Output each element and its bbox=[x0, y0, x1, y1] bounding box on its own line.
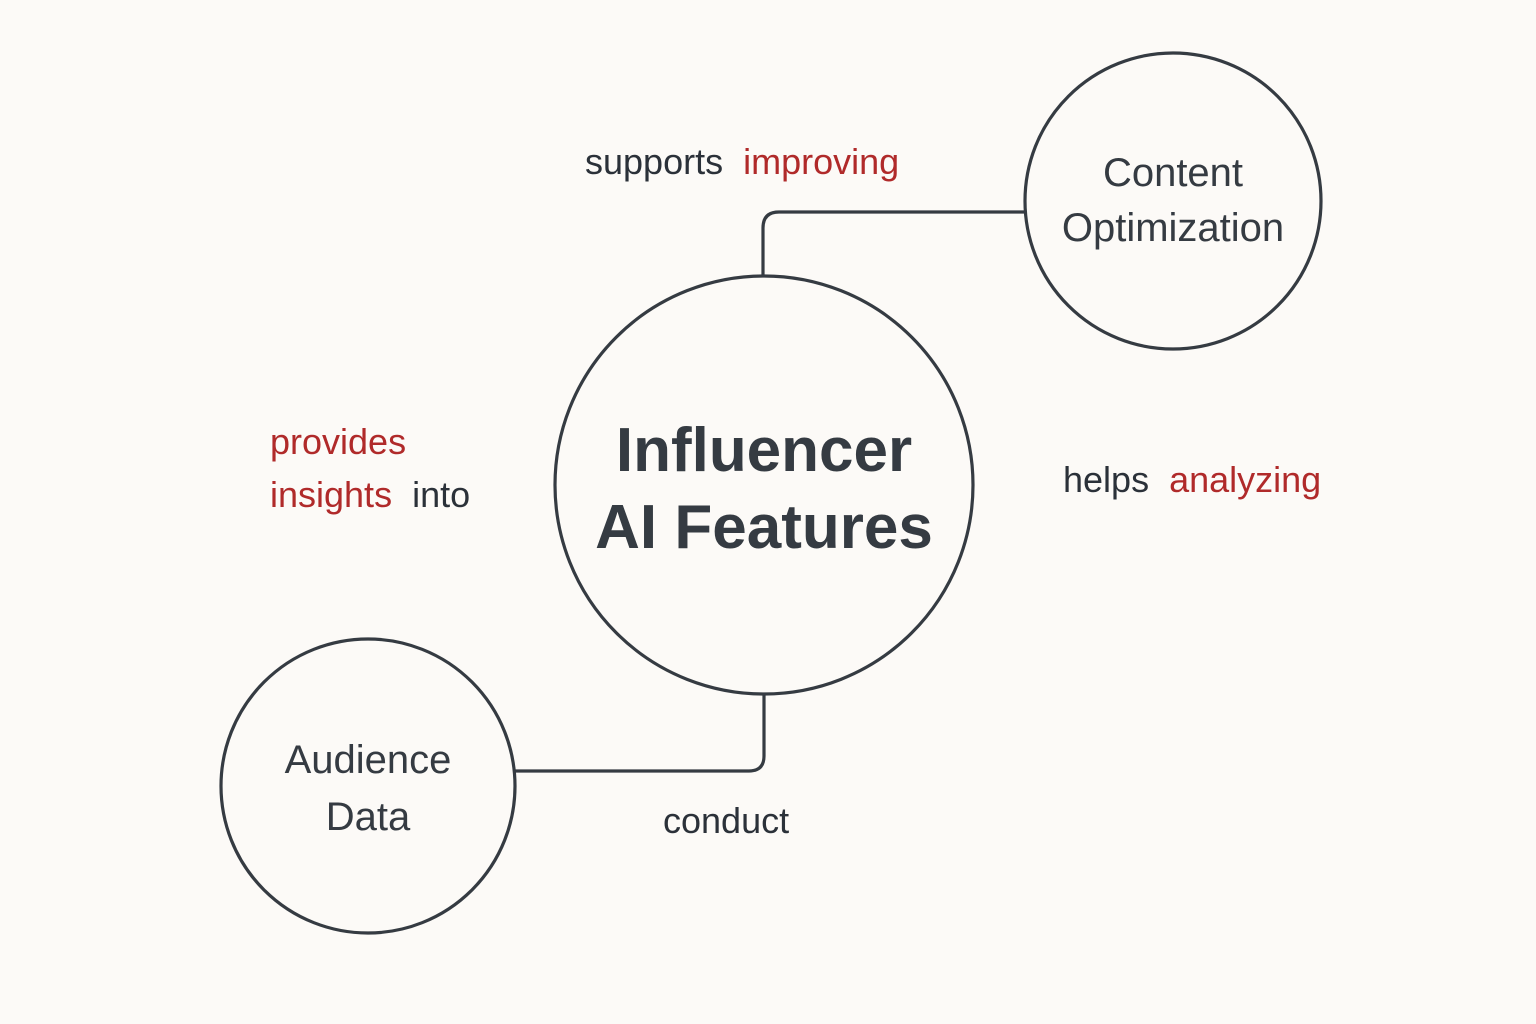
edge-label-improving: improving bbox=[743, 141, 899, 182]
node-content-optimization[interactable]: Content Optimization bbox=[1023, 51, 1323, 351]
node-audience-data[interactable]: Audience Data bbox=[219, 637, 517, 935]
node-circle-audience-data bbox=[219, 637, 517, 935]
label-helps: helps bbox=[1063, 459, 1149, 500]
node-label-audience-line2: Data bbox=[326, 795, 411, 839]
node-label-center-line1: Influencer bbox=[616, 416, 912, 485]
label-analyzing: analyzing bbox=[1169, 459, 1321, 500]
label-provides: provides bbox=[270, 421, 406, 462]
edge-label-supports: supports bbox=[585, 141, 723, 182]
node-label-audience-line1: Audience bbox=[285, 738, 452, 782]
edge-label-supports-improving: supports improving bbox=[585, 141, 899, 182]
connector-center-to-content-optimization bbox=[761, 210, 1025, 277]
edge-label-conduct-text: conduct bbox=[663, 800, 789, 841]
node-circle-center bbox=[553, 274, 975, 696]
label-provides-insights-into: provides insights into bbox=[270, 421, 470, 515]
node-label-center-line2: AI Features bbox=[595, 493, 933, 562]
node-label-content-line2: Optimization bbox=[1062, 206, 1284, 250]
node-circle-content-optimization bbox=[1023, 51, 1323, 351]
connector-center-to-audience-data bbox=[514, 694, 766, 773]
label-helps-analyzing: helps analyzing bbox=[1063, 459, 1321, 500]
node-influencer-ai-features[interactable]: Influencer AI Features bbox=[553, 274, 975, 696]
label-insights: insights bbox=[270, 474, 392, 515]
label-into: into bbox=[412, 474, 470, 515]
edge-label-conduct: conduct bbox=[663, 800, 789, 841]
node-label-content-line1: Content bbox=[1103, 151, 1243, 195]
